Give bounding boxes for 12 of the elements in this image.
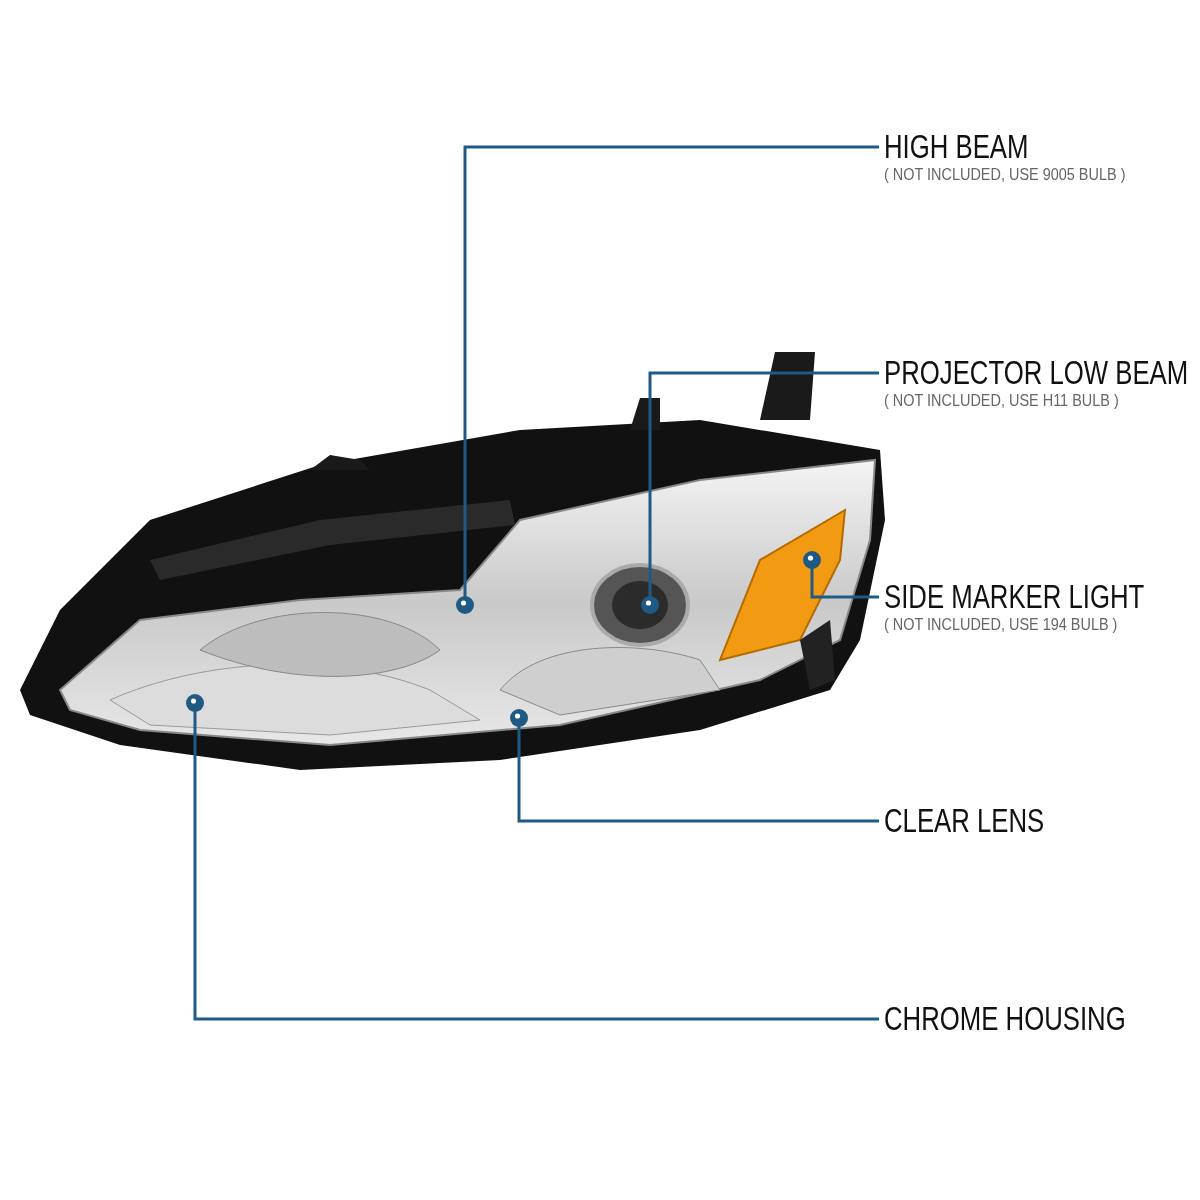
callout-note: ( NOT INCLUDED, USE H11 BULB ) (884, 392, 1120, 410)
leader-line (510, 709, 879, 823)
callout-title: HIGH BEAM (884, 128, 1030, 166)
leader-line (456, 145, 879, 614)
leader-line (641, 371, 879, 614)
callout-title: SIDE MARKER LIGHT (884, 578, 1145, 616)
callout-title: CLEAR LENS (884, 802, 1045, 840)
leader-line (186, 694, 879, 1021)
callout-note: ( NOT INCLUDED, USE 194 BULB ) (884, 616, 1119, 634)
callout-note: ( NOT INCLUDED, USE 9005 BULB ) (884, 166, 1126, 184)
callout-title: CHROME HOUSING (884, 1000, 1126, 1038)
callout-title: PROJECTOR LOW BEAM (884, 354, 1189, 392)
